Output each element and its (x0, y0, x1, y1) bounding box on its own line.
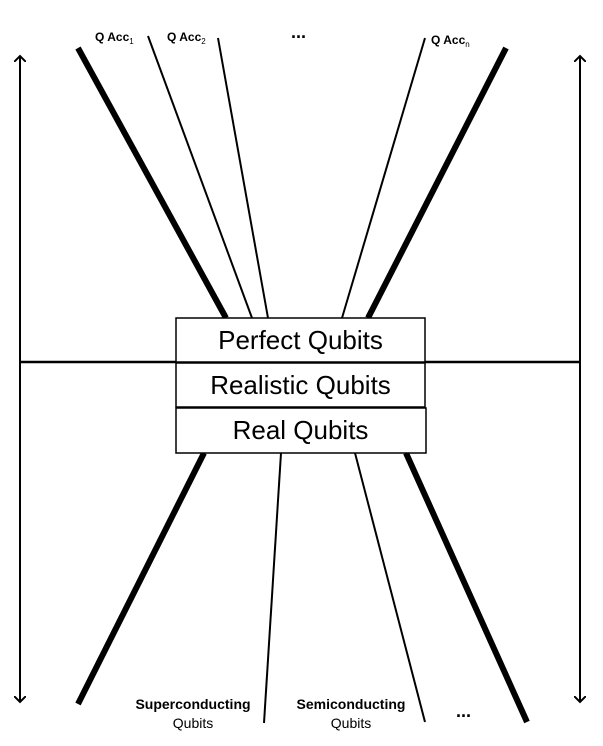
bottom-ellipsis: ... (456, 701, 471, 721)
perfect-qubits-box: Perfect Qubits (175, 317, 426, 363)
superconducting-line (263, 452, 282, 724)
upper-right-thick-line (365, 46, 509, 320)
semiconducting-label: Semiconducting (297, 696, 406, 712)
lower-right-thick-line (403, 451, 530, 724)
real-qubits-label: Real Qubits (233, 415, 369, 445)
accn-label: Q Accn (431, 33, 470, 49)
semiconducting-line (354, 452, 426, 723)
acc2-label: Q Acc2 (167, 30, 206, 46)
perfect-qubits-label: Perfect Qubits (218, 325, 383, 355)
superconducting-label: Superconducting (135, 696, 250, 712)
acc1-label: Q Acc1 (95, 30, 134, 46)
acc1-line (147, 35, 253, 319)
top-ellipsis: ... (291, 22, 306, 42)
realistic-qubits-box: Realistic Qubits (175, 362, 426, 408)
realistic-qubits-label: Realistic Qubits (210, 370, 391, 400)
superconducting-qubits-label: Qubits (173, 715, 213, 731)
semiconducting-qubits-label: Qubits (331, 715, 371, 731)
acc2-line (217, 37, 269, 319)
lower-left-thick-line (75, 451, 207, 706)
accn-line (341, 37, 426, 319)
real-qubits-box: Real Qubits (175, 407, 427, 454)
upper-left-thick-line (75, 46, 229, 320)
